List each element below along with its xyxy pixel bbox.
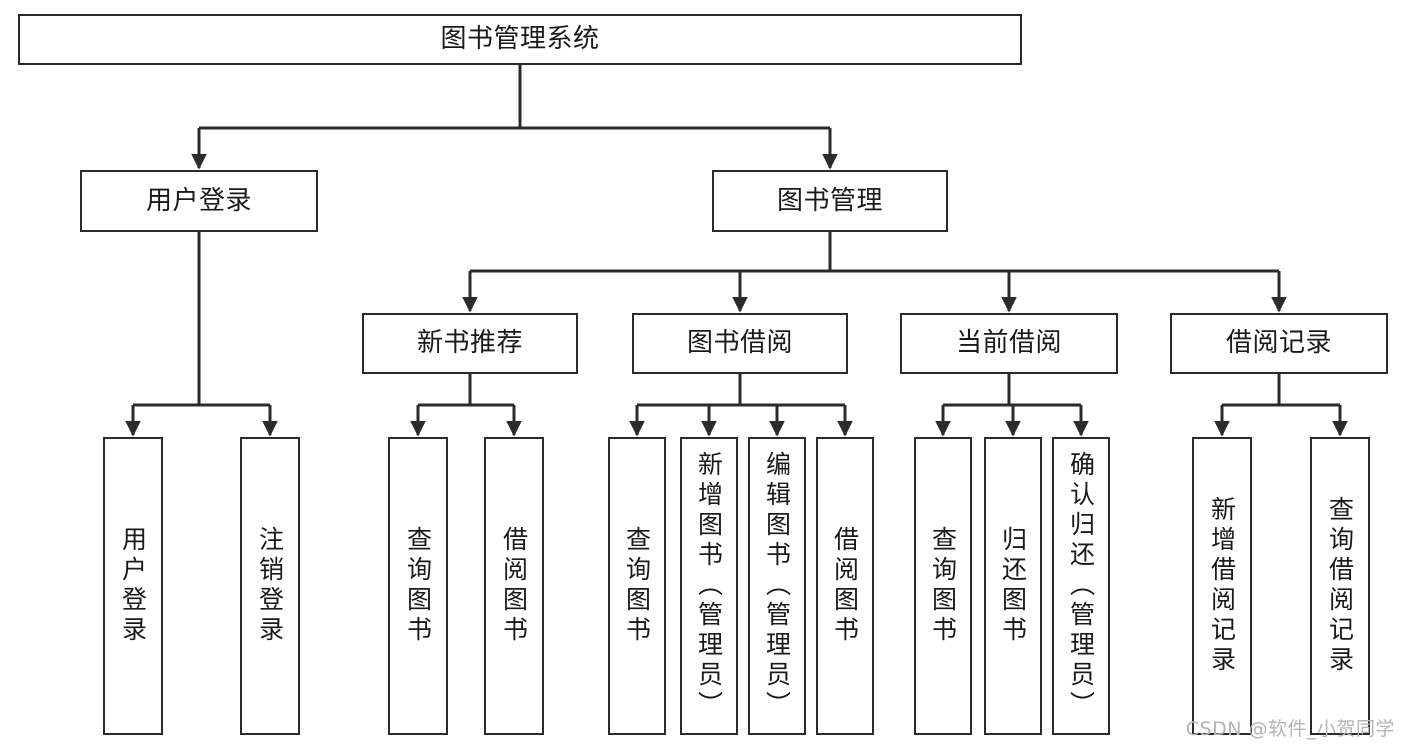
node-borrow-record-label: 借阅记录	[1225, 328, 1332, 359]
node-leaf-query-record-label: 查询借阅记录	[1325, 496, 1355, 676]
node-leaf-add-book[interactable]: 新增图书（管理员）	[680, 437, 738, 735]
node-root[interactable]: 图书管理系统	[18, 14, 1022, 65]
node-leaf-edit-book[interactable]: 编辑图书（管理员）	[748, 437, 806, 735]
node-current-borrow-label: 当前借阅	[955, 328, 1062, 359]
node-leaf-add-record-label: 新增借阅记录	[1207, 496, 1237, 676]
node-book-manage[interactable]: 图书管理	[712, 170, 948, 232]
node-leaf-query-book-1-label: 查询图书	[403, 526, 433, 646]
node-leaf-borrow-book-1-label: 借阅图书	[499, 526, 529, 646]
node-leaf-query-book-1[interactable]: 查询图书	[388, 437, 448, 735]
node-leaf-query-record[interactable]: 查询借阅记录	[1310, 437, 1370, 735]
node-root-label: 图书管理系统	[440, 24, 600, 55]
node-leaf-query-book-3[interactable]: 查询图书	[914, 437, 972, 735]
node-user-login-label: 用户登录	[145, 185, 252, 216]
node-book-manage-label: 图书管理	[776, 185, 883, 216]
node-leaf-add-book-label: 新增图书（管理员）	[694, 451, 724, 721]
node-leaf-user-login[interactable]: 用户登录	[103, 437, 163, 735]
node-book-borrow[interactable]: 图书借阅	[632, 313, 848, 374]
node-leaf-query-book-2[interactable]: 查询图书	[608, 437, 666, 735]
node-leaf-user-logout-label: 注销登录	[255, 526, 285, 646]
node-user-login[interactable]: 用户登录	[80, 170, 318, 232]
node-leaf-borrow-book-2[interactable]: 借阅图书	[816, 437, 874, 735]
node-leaf-add-record[interactable]: 新增借阅记录	[1192, 437, 1252, 735]
node-leaf-return-book-label: 归还图书	[998, 526, 1028, 646]
node-new-book-recommend[interactable]: 新书推荐	[362, 313, 578, 374]
node-leaf-edit-book-label: 编辑图书（管理员）	[762, 451, 792, 721]
node-leaf-query-book-3-label: 查询图书	[928, 526, 958, 646]
node-leaf-confirm-return-label: 确认归还（管理员）	[1066, 451, 1096, 721]
node-leaf-query-book-2-label: 查询图书	[622, 526, 652, 646]
node-borrow-record[interactable]: 借阅记录	[1170, 313, 1388, 374]
node-leaf-confirm-return[interactable]: 确认归还（管理员）	[1052, 437, 1110, 735]
node-leaf-user-login-label: 用户登录	[118, 526, 148, 646]
node-leaf-borrow-book-1[interactable]: 借阅图书	[484, 437, 544, 735]
node-new-book-recommend-label: 新书推荐	[416, 328, 523, 359]
node-book-borrow-label: 图书借阅	[686, 328, 793, 359]
node-leaf-return-book[interactable]: 归还图书	[984, 437, 1042, 735]
node-leaf-borrow-book-2-label: 借阅图书	[830, 526, 860, 646]
node-leaf-user-logout[interactable]: 注销登录	[240, 437, 300, 735]
node-current-borrow[interactable]: 当前借阅	[900, 313, 1118, 374]
